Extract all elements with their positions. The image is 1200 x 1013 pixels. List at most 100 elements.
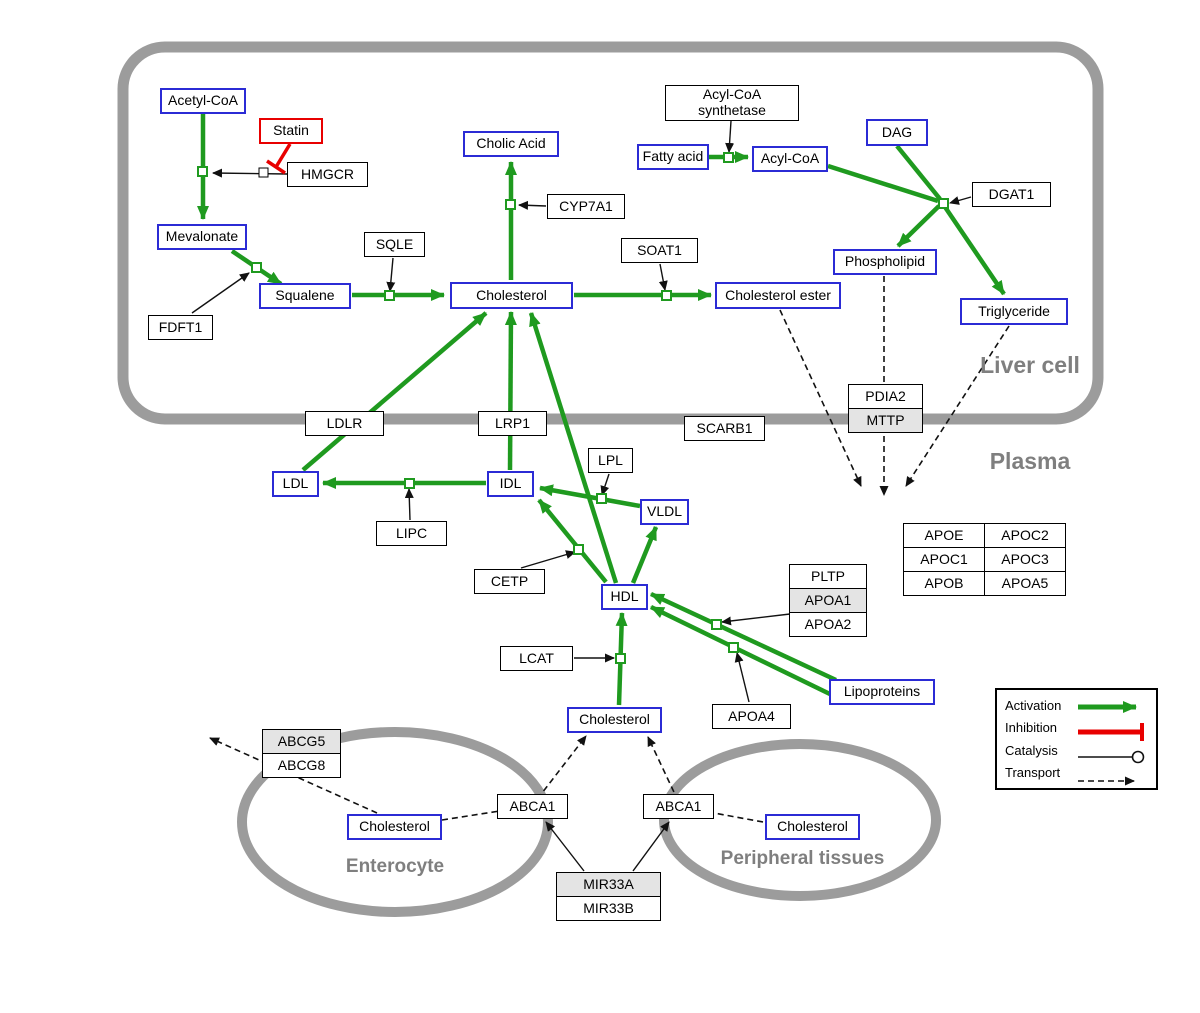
node-apoc2[interactable]: APOC2 [984, 523, 1066, 548]
node-ldlr[interactable]: LDLR [305, 411, 384, 436]
node-cholesterol-peripheral[interactable]: Cholesterol [765, 814, 860, 840]
node-soat1[interactable]: SOAT1 [621, 238, 698, 263]
node-hmgcr[interactable]: HMGCR [287, 162, 368, 187]
node-lpl[interactable]: LPL [588, 448, 633, 473]
node-squalene[interactable]: Squalene [259, 283, 351, 309]
node-sqle[interactable]: SQLE [364, 232, 425, 257]
edge-catalysis-cetp [520, 550, 576, 569]
node-scarb1[interactable]: SCARB1 [684, 416, 765, 441]
reaction-node-lcat [615, 653, 626, 664]
edge-catalysis-soat1 [658, 263, 668, 291]
legend-catalysis-label: Catalysis [1005, 742, 1058, 758]
node-vldl[interactable]: VLDL [640, 499, 689, 525]
node-abca1-peripheral[interactable]: ABCA1 [643, 794, 714, 819]
edge-catalysis-fdft1 [191, 272, 250, 314]
edge-activation-lipoproteins-hdl-upper [650, 591, 837, 683]
node-abcg5[interactable]: ABCG5 [262, 729, 341, 754]
reaction-node-sqle [384, 290, 395, 301]
node-abca1-enterocyte[interactable]: ABCA1 [497, 794, 568, 819]
reaction-node-lpl [596, 493, 607, 504]
edge-catalysis-acylcoa-synthetase [725, 120, 735, 153]
reaction-node-hmgcr [197, 166, 208, 177]
node-apoa2[interactable]: APOA2 [789, 612, 867, 637]
edge-activation-ldl-cholesterol-ldlr [301, 311, 488, 472]
liver-cell-label: Liver cell [980, 352, 1080, 378]
node-apoc3[interactable]: APOC3 [984, 547, 1066, 572]
node-apoa1[interactable]: APOA1 [789, 588, 867, 613]
legend-activation-label: Activation [1005, 697, 1062, 713]
node-cholesterol-ester[interactable]: Cholesterol ester [715, 282, 841, 309]
node-fatty-acid[interactable]: Fatty acid [637, 144, 709, 170]
plasma-label: Plasma [989, 448, 1071, 474]
legend-catalysis-circle [1131, 750, 1145, 764]
node-lipoproteins[interactable]: Lipoproteins [829, 679, 935, 705]
node-phospholipid[interactable]: Phospholipid [833, 249, 937, 275]
edge-activation-dgat1node-phospholipid [896, 204, 941, 248]
edge-activation-acylcoa-dgat1node [827, 163, 939, 204]
node-mir33b[interactable]: MIR33B [556, 896, 661, 921]
edge-activation-hdl-idl-cetp [537, 498, 608, 584]
edge-catalysis-dgat1 [949, 196, 972, 205]
node-fdft1[interactable]: FDFT1 [148, 315, 213, 340]
liver-cell-membrane [117, 41, 1104, 425]
node-lcat[interactable]: LCAT [500, 646, 573, 671]
node-apob[interactable]: APOB [903, 571, 985, 596]
enterocyte-label: Enterocyte [345, 856, 445, 877]
peripheral-tissues-membrane [659, 739, 941, 901]
node-cholic-acid[interactable]: Cholic Acid [463, 131, 559, 157]
peripheral-tissues-label: Peripheral tissues [720, 848, 885, 869]
edge-transport-triglyceride-plasma [905, 325, 1010, 487]
edge-catalysis-cyp7a1 [518, 200, 547, 210]
edge-catalysis-sqle [386, 257, 396, 292]
edge-catalysis-hmgcr [212, 168, 288, 178]
node-abcg8[interactable]: ABCG8 [262, 753, 341, 778]
node-cholesterol-liver[interactable]: Cholesterol [450, 282, 573, 309]
node-acyl-coa-synthetase[interactable]: Acyl-CoA synthetase [665, 85, 799, 121]
node-statin[interactable]: Statin [259, 118, 323, 144]
legend-box: Activation Inhibition Catalysis Transpor… [995, 688, 1158, 790]
edge-inhibition-statin-tbar [266, 159, 286, 175]
node-dag[interactable]: DAG [866, 119, 928, 146]
node-apoa4[interactable]: APOA4 [712, 704, 791, 729]
node-apoe[interactable]: APOE [903, 523, 985, 548]
node-cholesterol-plasma[interactable]: Cholesterol [567, 707, 662, 733]
node-hdl[interactable]: HDL [601, 584, 648, 610]
node-lipc[interactable]: LIPC [376, 521, 447, 546]
legend-transport-label: Transport [1005, 765, 1061, 781]
reaction-node-apoa4 [728, 642, 739, 653]
reaction-node-pltp [711, 619, 722, 630]
node-dgat1[interactable]: DGAT1 [972, 182, 1051, 207]
edge-catalysis-apoa4 [734, 652, 750, 703]
node-pltp[interactable]: PLTP [789, 564, 867, 589]
node-mttp[interactable]: MTTP [848, 408, 923, 433]
node-cholesterol-enterocyte[interactable]: Cholesterol [347, 814, 442, 840]
reaction-node-dgat1 [938, 198, 949, 209]
reaction-node-lipc [404, 478, 415, 489]
node-mir33a[interactable]: MIR33A [556, 872, 661, 897]
node-pdia2[interactable]: PDIA2 [848, 384, 923, 409]
reaction-node-cyp7a1 [505, 199, 516, 210]
anchor-square-hmgcr-statin [258, 167, 269, 178]
reaction-node-acylcoa-synthetase [723, 152, 734, 163]
node-idl[interactable]: IDL [487, 471, 534, 497]
edge-inhibition-statin-line [274, 143, 292, 168]
node-acetyl-coa[interactable]: Acetyl-CoA [160, 88, 246, 114]
node-lrp1[interactable]: LRP1 [478, 411, 547, 436]
node-apoa5[interactable]: APOA5 [984, 571, 1066, 596]
node-mevalonate[interactable]: Mevalonate [157, 224, 247, 250]
reaction-node-soat1 [661, 290, 672, 301]
edge-catalysis-pltp-apoa1-apoa2 [721, 613, 791, 626]
legend-inhibition-label: Inhibition [1005, 720, 1058, 736]
edge-activation-lipoproteins-hdl-lower [650, 604, 835, 699]
node-acyl-coa[interactable]: Acyl-CoA [752, 146, 828, 172]
node-cetp[interactable]: CETP [474, 569, 545, 594]
node-cyp7a1[interactable]: CYP7A1 [547, 194, 625, 219]
node-apoc1[interactable]: APOC1 [903, 547, 985, 572]
node-triglyceride[interactable]: Triglyceride [960, 298, 1068, 325]
edge-activation-hdl-cholesterol-liver [528, 312, 619, 584]
node-ldl[interactable]: LDL [272, 471, 319, 497]
edge-mir33-abca1-peripheral [632, 821, 670, 872]
reaction-node-fdft1 [251, 262, 262, 273]
